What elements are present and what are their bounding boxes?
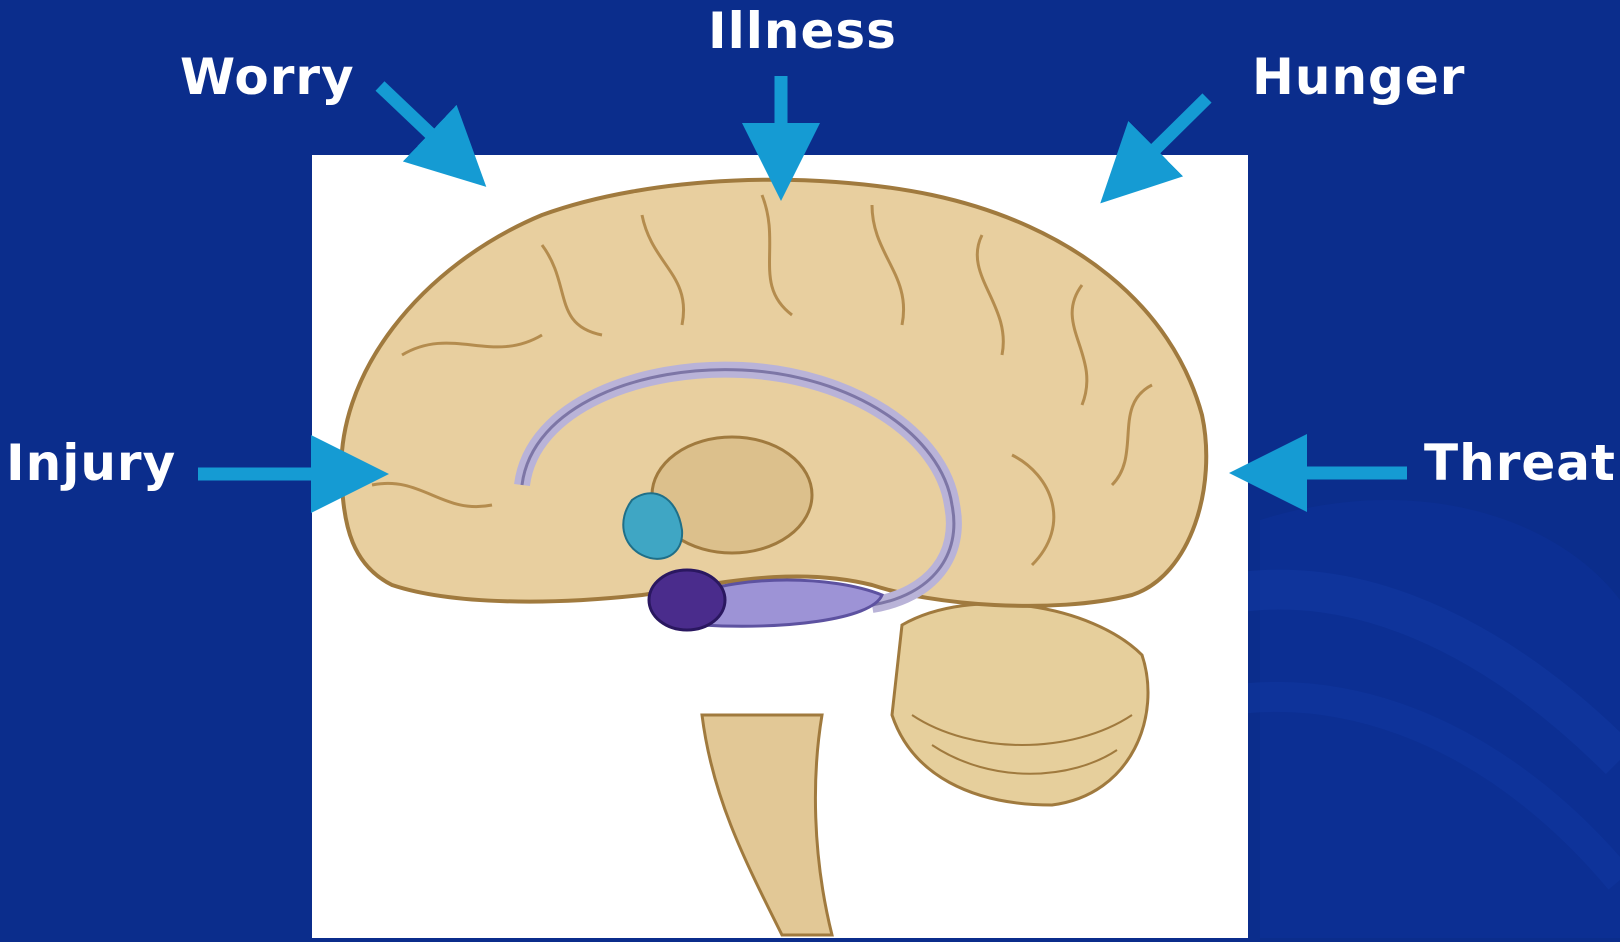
brain-illustration: [312, 155, 1248, 938]
image-panel: [312, 155, 1248, 938]
label-threat: Threat: [1424, 438, 1616, 488]
label-injury: Injury: [6, 438, 176, 488]
label-worry: Worry: [180, 52, 355, 102]
label-hunger: Hunger: [1252, 52, 1465, 102]
label-illness: Illness: [708, 6, 897, 56]
